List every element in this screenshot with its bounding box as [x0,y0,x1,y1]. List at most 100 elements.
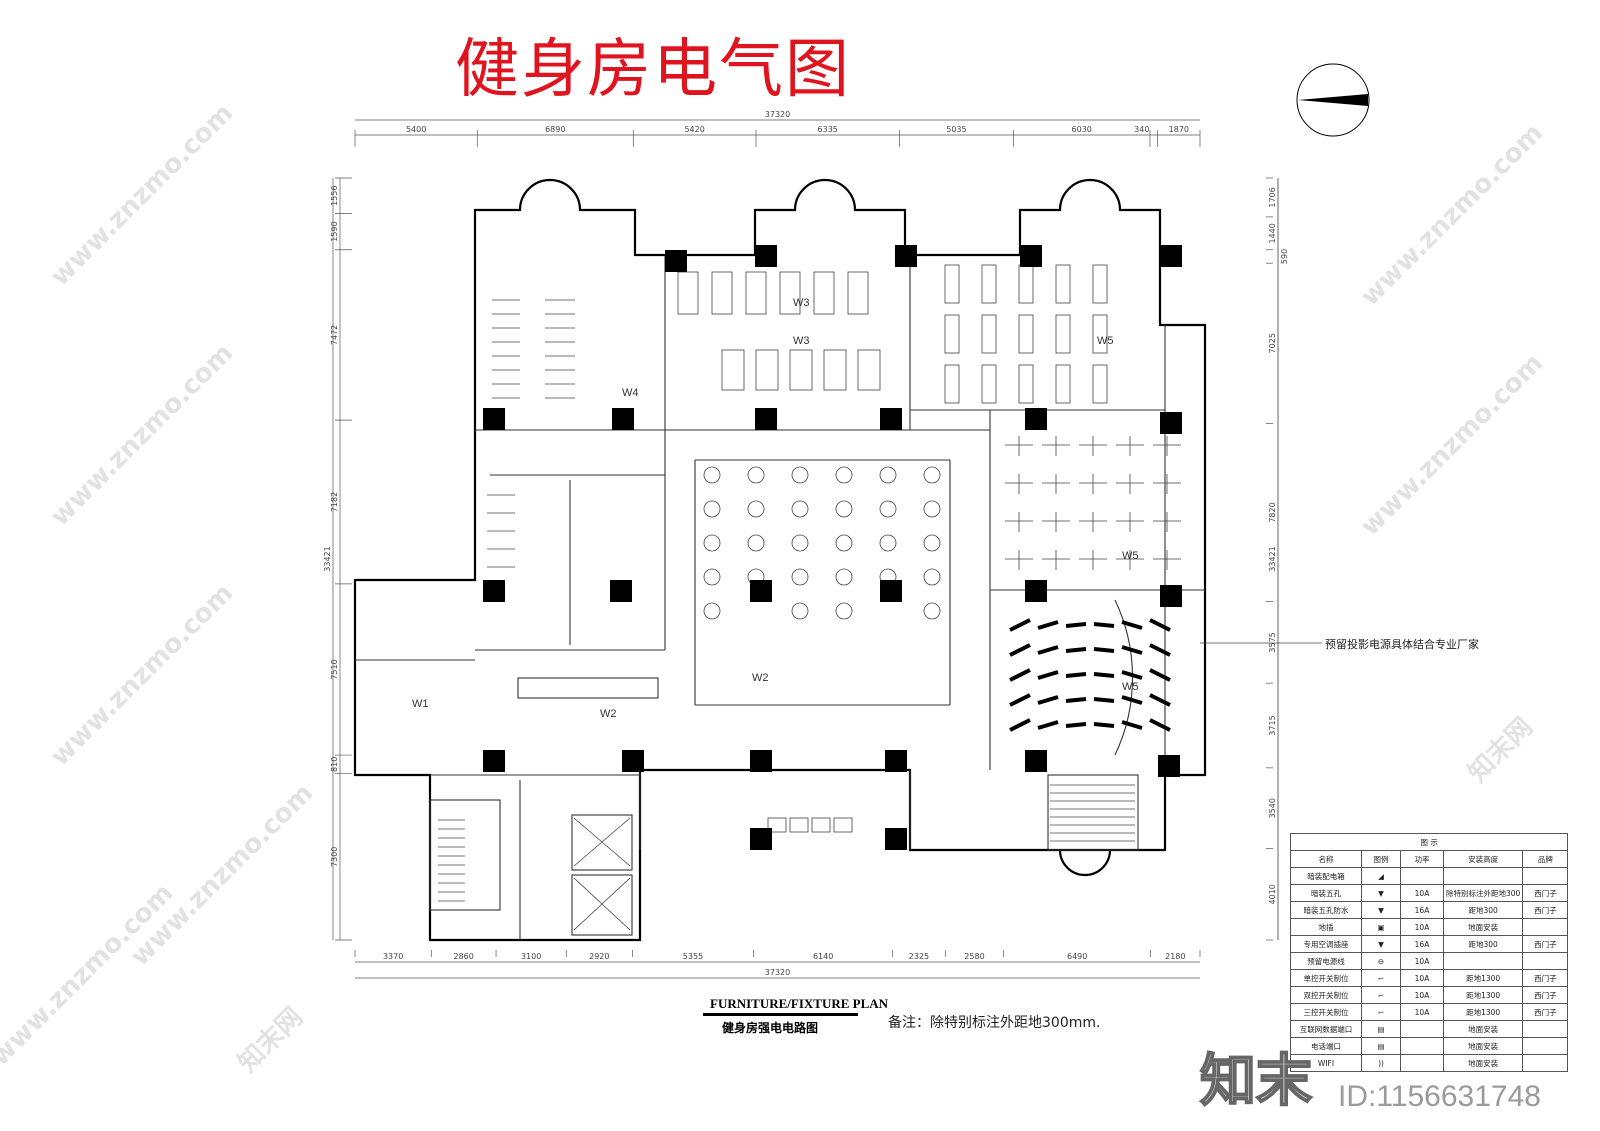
legend-brand: 西门子 [1522,986,1569,1004]
dimension-value: 810 [330,757,339,772]
desk [1079,436,1107,456]
legend-name: 互联网数据端口 [1290,1020,1362,1038]
bike [791,602,809,620]
spin-bike [1093,697,1115,703]
desk [1153,436,1181,456]
dimension-value: 2920 [589,952,609,961]
treadmill [677,271,699,315]
dimension-value: 3100 [521,952,541,961]
legend-row: 暗装配电箱◢ [1290,867,1569,885]
dimension-value: 3715 [1268,715,1277,735]
column [755,245,777,267]
dimension-value: 7025 [1268,333,1277,353]
desk [1116,550,1144,570]
dimension-value: 340 [1134,125,1149,134]
column [665,250,687,272]
bench [1055,364,1071,404]
seat [811,817,831,833]
desk [1042,436,1070,456]
dimension-value: 1556 [330,186,339,206]
bike [747,500,765,518]
treadmill [721,349,745,391]
treadmill [813,271,835,315]
column [1160,412,1182,434]
legend-height: 地面安装 [1442,918,1524,936]
spin-bike [1149,668,1171,682]
column [622,750,644,772]
seat [767,817,787,833]
legend-power: 10A [1400,1003,1444,1021]
bike [791,534,809,552]
circuit-label: W5 [1122,550,1139,562]
bike [923,602,941,620]
interior-walls [355,255,1205,940]
spin-bike [1121,670,1143,680]
legend-power: 16A [1400,901,1444,919]
dimension-value: 6140 [813,952,833,961]
seat [789,817,809,833]
spin-bike [1093,647,1115,653]
building-outline [353,178,1207,942]
desk [1042,550,1070,570]
legend-height: 距地300 [1442,935,1524,953]
spin-bike [1037,670,1059,680]
dimension-value: 5035 [946,125,966,134]
bike [923,500,941,518]
dimension-value: 7510 [330,659,339,679]
column [1025,408,1047,430]
exterior-wall [353,178,1207,942]
legend-name: 预留电源线 [1290,952,1362,970]
bike [747,534,765,552]
legend-height: 距地300 [1442,901,1524,919]
projector-annotation: 预留投影电源具体结合专业厂家 [1325,638,1479,651]
spin-bike [1065,622,1087,628]
legend-name: 单控开关制位 [1290,969,1362,987]
dimension-value: 7820 [1268,502,1277,522]
dimension-value: 1590 [330,221,339,241]
legend-name: 三控开关制位 [1290,1003,1362,1021]
spin-bike [1009,693,1031,707]
spin-bike [1065,697,1087,703]
bike [703,534,721,552]
stair-bay [1058,849,1112,877]
spin-bike [1037,695,1059,705]
circuit-label: W2 [752,672,769,684]
legend-height [1442,952,1524,970]
dimension-total: 37320 [765,110,790,119]
bench [981,364,997,404]
furniture [438,264,1181,931]
spin-bike [1065,722,1087,728]
treadmill [711,271,733,315]
legend-symbol: ▼ [1361,901,1401,919]
spin-bike [1093,622,1115,628]
treadmill [857,349,881,391]
column [1025,750,1047,772]
column [750,750,772,772]
legend-symbol: )) [1361,1054,1401,1072]
bike [703,602,721,620]
dimension-value: 7472 [330,325,339,345]
caption-underline [703,1013,858,1016]
dimension-value: 2325 [909,952,929,961]
bench [944,264,960,304]
circuit-label: W1 [412,698,429,710]
bike [791,466,809,484]
legend-header: 名称 [1290,850,1362,868]
structural-columns [483,245,1182,850]
spin-bike [1093,672,1115,678]
bench [944,364,960,404]
legend-power: 10A [1400,969,1444,987]
desk [1042,512,1070,532]
legend-height: 地面安装 [1442,1020,1524,1038]
spin-bike [1121,645,1143,655]
legend-height: 地面安装 [1442,1037,1524,1055]
column [885,750,907,772]
brand-logo: 知末 [1199,1048,1313,1115]
legend-height [1442,867,1524,885]
legend-brand: 西门子 [1522,1003,1569,1021]
treadmill [823,349,847,391]
column [880,580,902,602]
